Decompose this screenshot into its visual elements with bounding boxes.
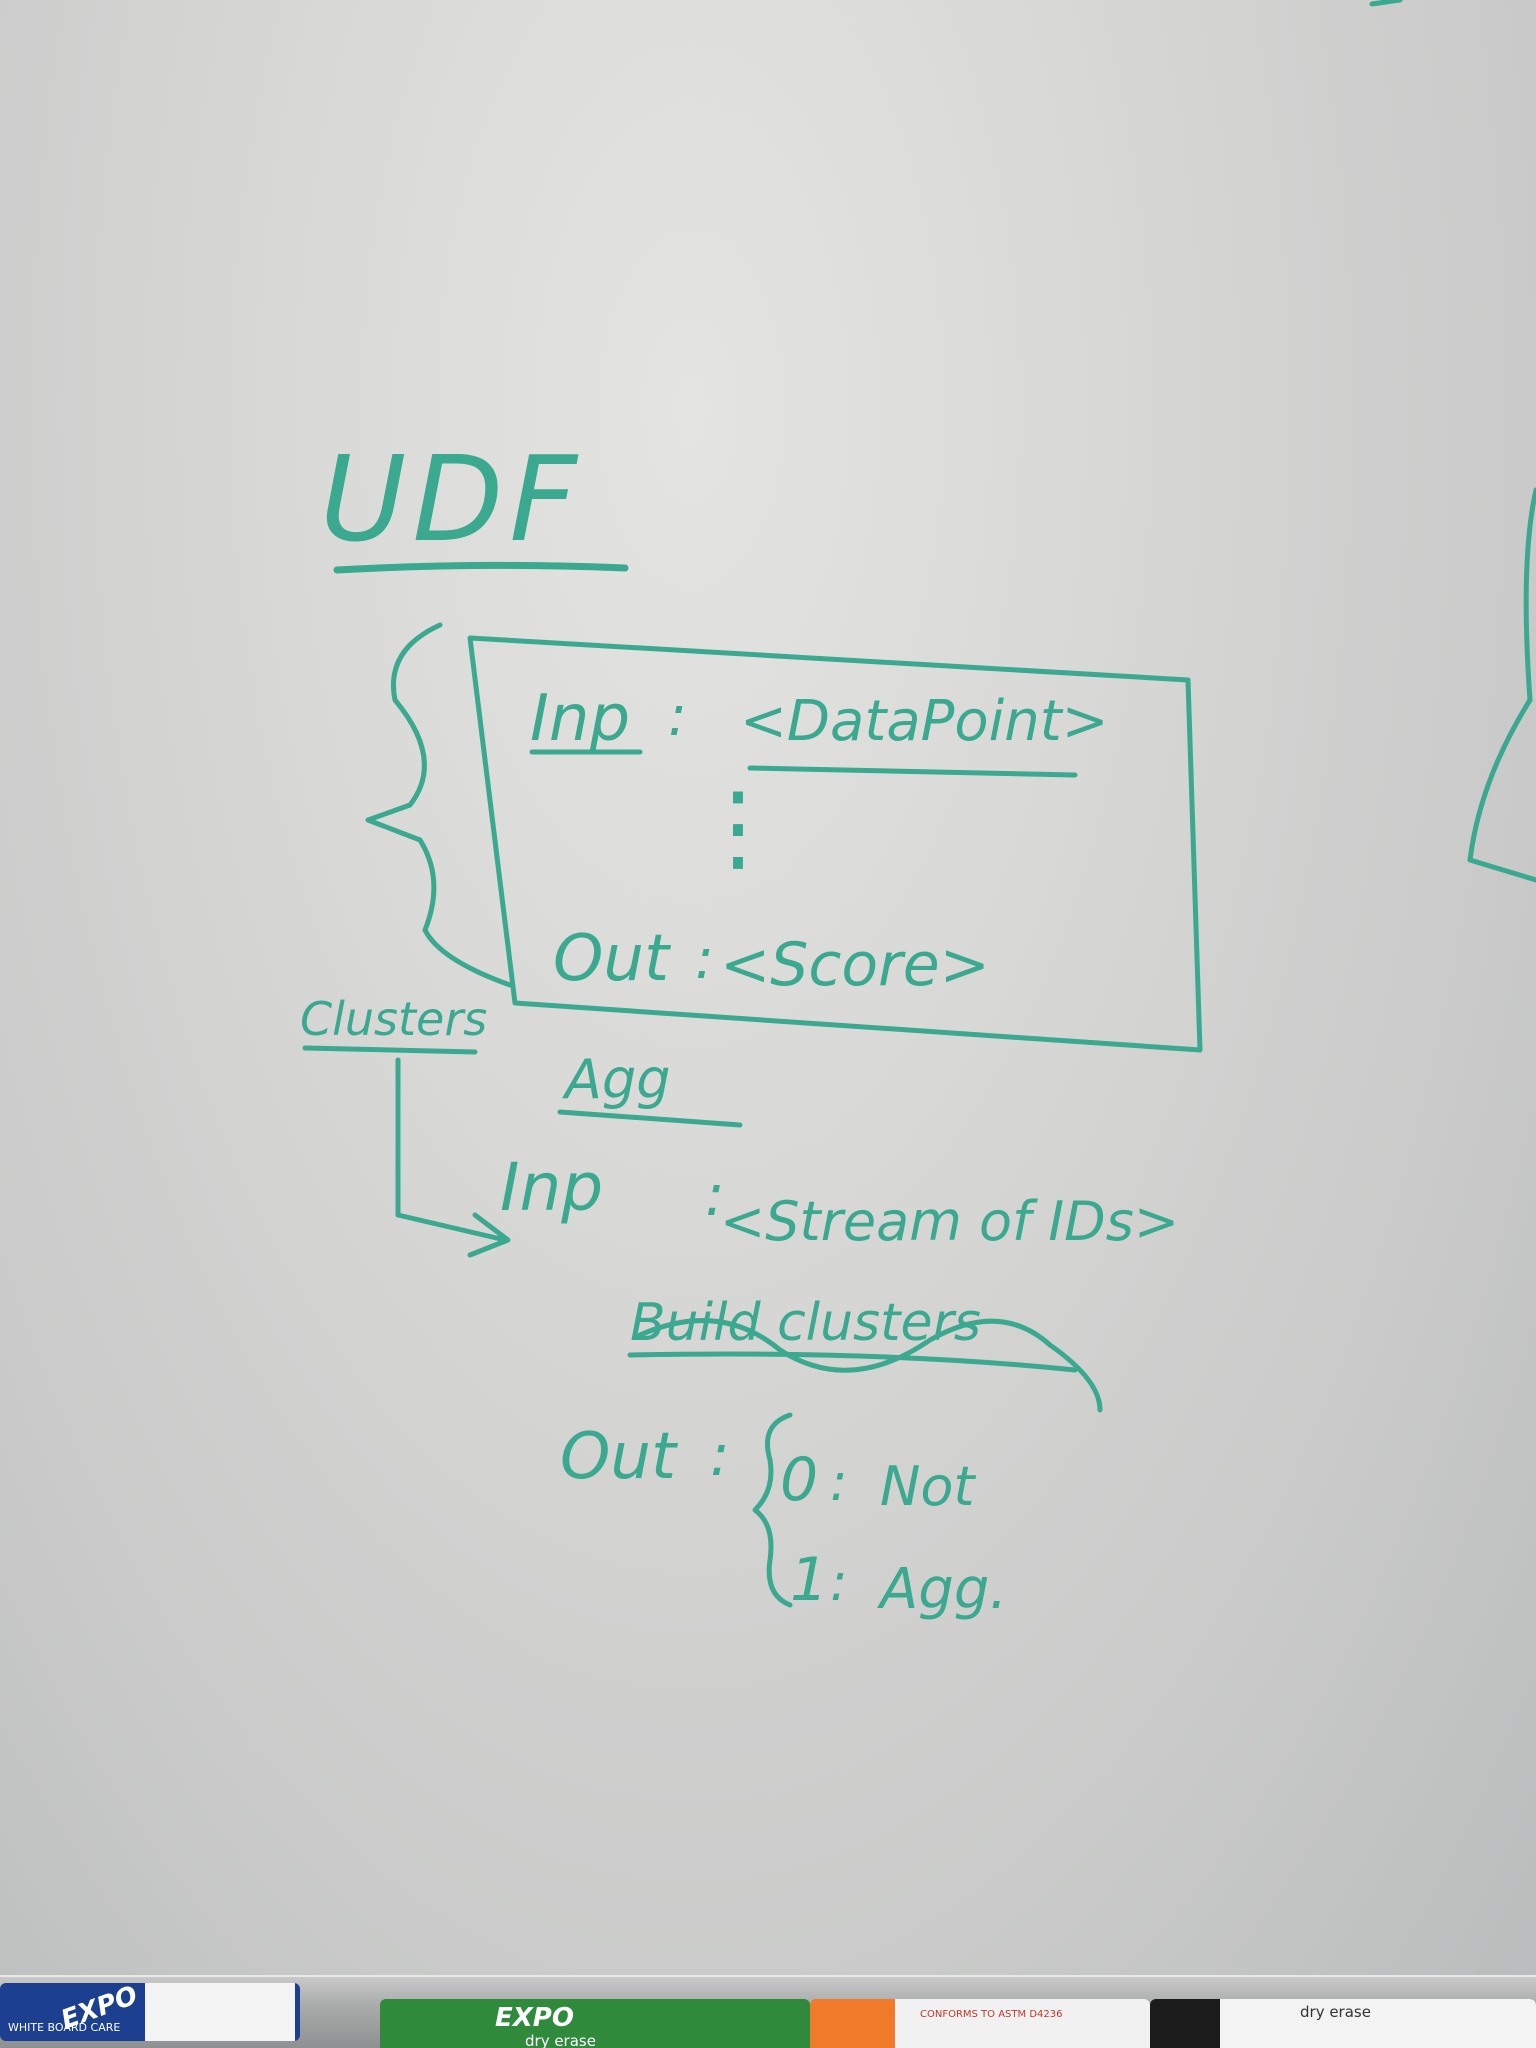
edge-scribble-right (1467, 487, 1536, 883)
marker-tray: EXPO WHITE BOARD CARE EXPO dry erase CON… (0, 1975, 1536, 2048)
udf-box (467, 635, 1203, 1053)
marker-orange[interactable]: CONFORMS TO ASTM D4236 (810, 1999, 1150, 2048)
udf-input-label: Inp (530, 682, 630, 756)
marker-orange-subtext: CONFORMS TO ASTM D4236 (920, 2009, 1063, 2020)
udf-output-colon: : (695, 927, 714, 992)
clusters-underline (302, 1045, 478, 1055)
marker-green-subtext: dry erase (525, 2032, 596, 2048)
marker-black-subtext: dry erase (1300, 2003, 1371, 2021)
udf-input-colon: : (668, 684, 687, 749)
clusters-label: Clusters (300, 992, 487, 1046)
udf-output-label: Out (553, 922, 672, 996)
agg-input-colon: : (705, 1161, 725, 1229)
agg-option-1-key: 1 (790, 1545, 828, 1615)
marker-blue[interactable]: EXPO WHITE BOARD CARE (0, 1983, 300, 2041)
agg-option-0-key: 0 (780, 1445, 818, 1515)
agg-input-label: Inp (500, 1149, 603, 1226)
udf-brace (365, 622, 513, 988)
agg-input-value: <Stream of IDs> (720, 1190, 1179, 1253)
agg-option-0-value: Not (880, 1455, 976, 1518)
marker-green[interactable]: EXPO dry erase (380, 1999, 810, 2048)
agg-output-label: Out (560, 1420, 679, 1494)
marker-blue-subtext: WHITE BOARD CARE (8, 2021, 121, 2034)
agg-heading: Agg (562, 1048, 671, 1111)
agg-heading-underline (557, 1109, 743, 1128)
clusters-arrow (395, 1057, 511, 1258)
agg-output-colon: : (710, 1421, 730, 1489)
agg-option-0-sep: : (830, 1453, 848, 1513)
udf-input-value-underline (747, 765, 1078, 778)
marker-green-brand: EXPO (495, 2003, 574, 2033)
marker-black[interactable]: dry erase (1150, 1999, 1536, 2048)
udf-title-underline (333, 561, 629, 574)
agg-strikeout-line (627, 1351, 1078, 1373)
edge-scribble-top (1369, 0, 1403, 7)
udf-ellipsis: ⋮ (690, 771, 786, 883)
udf-input-value: <DataPoint> (740, 689, 1109, 754)
agg-option-1-sep: : (830, 1553, 848, 1613)
agg-strikeout-scribble (637, 1318, 1103, 1413)
udf-output-value: <Score> (720, 930, 990, 1000)
udf-title: UDF (320, 430, 583, 568)
agg-option-1-value: Agg. (877, 1557, 1007, 1622)
agg-output-brace (752, 1412, 793, 1608)
